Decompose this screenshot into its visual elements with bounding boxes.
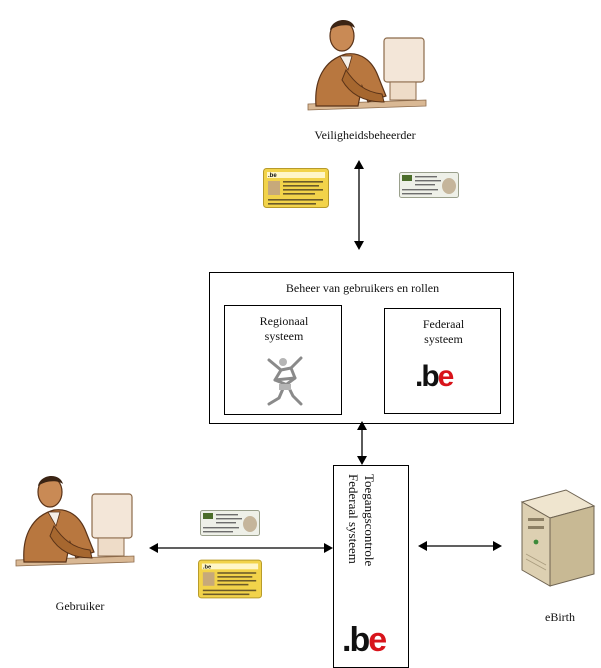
arrow-access-to-ebirth bbox=[418, 541, 502, 551]
ebirth-server-figure bbox=[518, 482, 598, 590]
user-label: Gebruiker bbox=[55, 599, 105, 613]
svg-text:.be: .be bbox=[268, 173, 277, 179]
user-role-management-box: Beheer van gebruikers en rollen Regionaa… bbox=[209, 272, 514, 424]
user-figure bbox=[6, 466, 138, 574]
be-logo-access: .be bbox=[342, 621, 387, 659]
person-at-computer-icon bbox=[307, 19, 427, 111]
regional-system-label-2: systeem bbox=[264, 329, 304, 343]
server-icon bbox=[520, 489, 596, 587]
federal-system-label-2: systeem bbox=[424, 332, 463, 346]
person-at-computer-icon bbox=[15, 475, 135, 567]
identity-card-icon bbox=[200, 510, 260, 536]
eid-card-small-top bbox=[399, 172, 459, 198]
svg-text:.be: .be bbox=[203, 564, 212, 570]
federal-system-box: Federaal systeem .be bbox=[384, 308, 501, 414]
arrow-user-to-access bbox=[149, 543, 333, 553]
access-control-label-2: Federaal systeem bbox=[346, 474, 361, 564]
flemish-lion-icon bbox=[267, 356, 303, 406]
identity-card-icon: .be bbox=[263, 168, 329, 208]
regional-system-box: Regionaal systeem bbox=[224, 305, 342, 415]
ebirth-label: eBirth bbox=[545, 610, 575, 624]
eid-card-small-bottom bbox=[200, 510, 260, 536]
security-admin-label: Veiligheidsbeheerder bbox=[314, 128, 416, 142]
be-logo: .be bbox=[415, 360, 454, 393]
federal-system-label-1: Federaal bbox=[422, 317, 465, 331]
regional-system-label-1: Regionaal bbox=[259, 314, 309, 328]
identity-card-icon bbox=[399, 172, 459, 198]
arrow-management-to-access bbox=[357, 421, 367, 465]
access-control-label-1: Toegangscontrole bbox=[362, 474, 377, 567]
access-control-label-wrap: Toegangscontrole Federaal systeem bbox=[346, 474, 398, 604]
arrow-admin-to-management bbox=[354, 160, 364, 250]
identity-card-icon: .be bbox=[198, 559, 262, 599]
management-box-title: Beheer van gebruikers en rollen bbox=[285, 281, 440, 295]
security-admin-figure bbox=[298, 10, 430, 118]
eid-card-large-top: .be bbox=[263, 168, 329, 208]
access-control-box: Toegangscontrole Federaal systeem .be bbox=[333, 465, 409, 668]
eid-card-large-bottom: .be bbox=[198, 559, 262, 599]
